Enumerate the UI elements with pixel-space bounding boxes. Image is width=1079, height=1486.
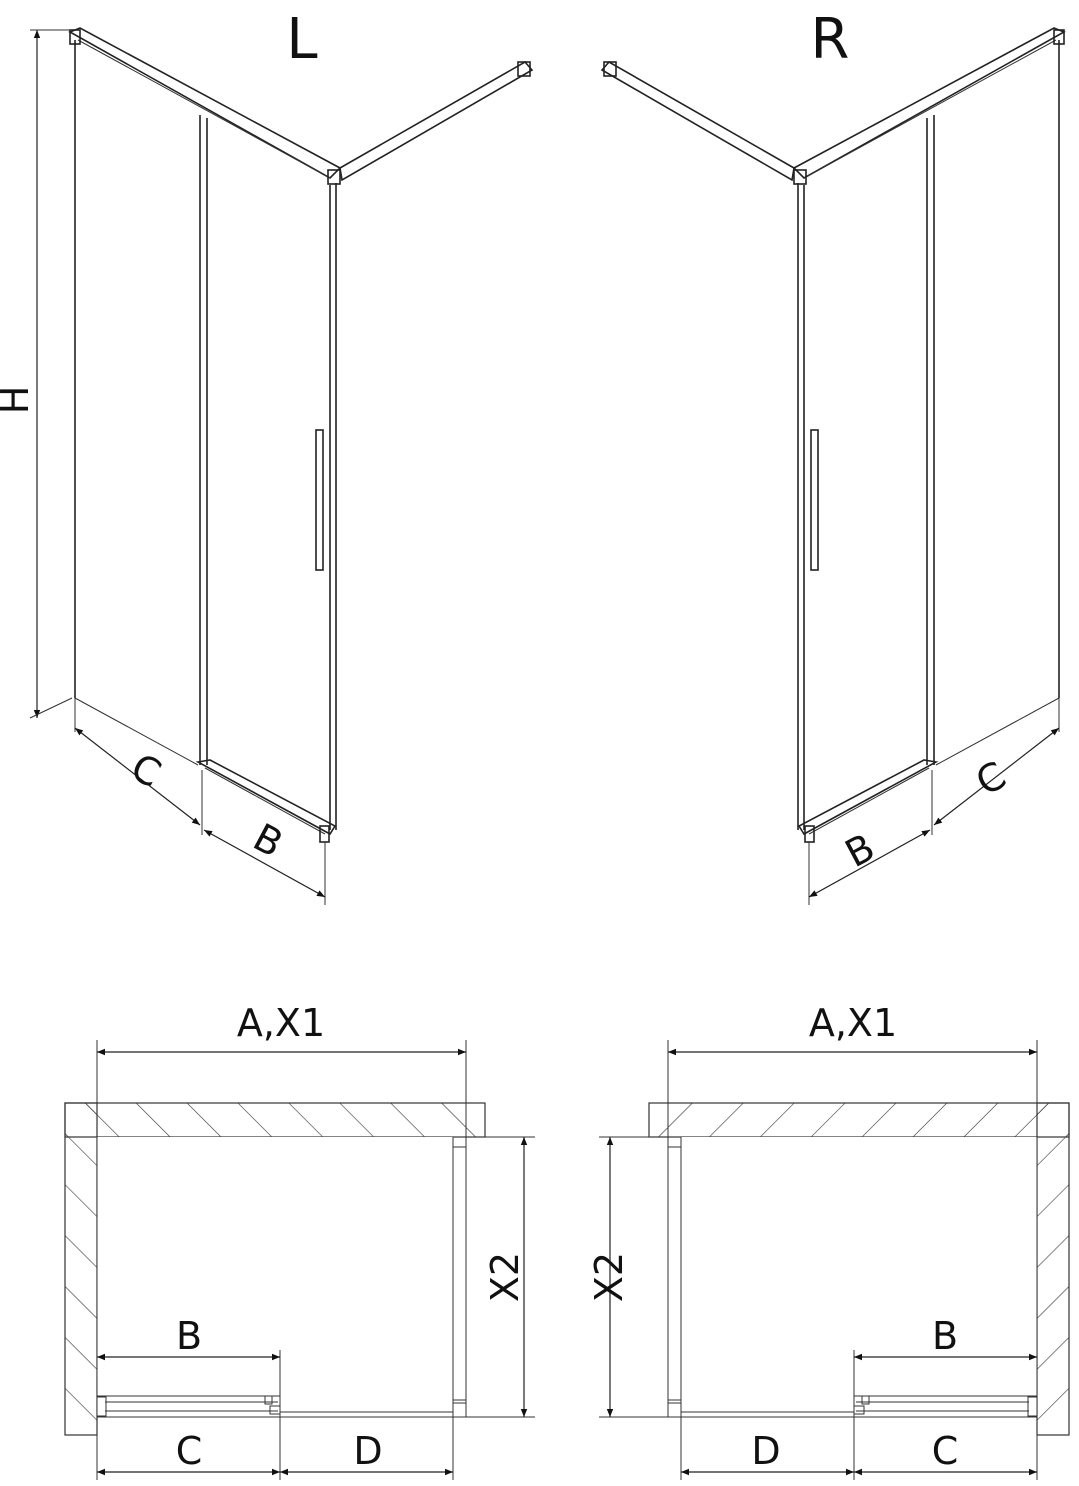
right-plan-depth-label: X2 [587,1252,631,1302]
left-plan-c-label: C [176,1429,203,1473]
left-plan-view: A,X1 X2 B C D [65,1001,535,1480]
left-plan-depth-label: X2 [483,1252,527,1302]
left-plan-width-label: A,X1 [237,1001,325,1045]
right-c-label: C [969,753,1013,804]
right-plan-b-label: B [932,1314,958,1358]
right-plan-width-label: A,X1 [809,1001,897,1045]
right-plan-c-label: C [932,1429,959,1473]
right-view-title: R [811,7,850,72]
right-isometric-view: R C B [602,7,1064,905]
right-b-label: B [838,825,882,876]
left-c-label: C [124,745,168,796]
left-plan-d-label: D [353,1429,382,1473]
right-plan-view: A,X1 X2 B C D [587,1001,1069,1480]
left-plan-b-label: B [176,1314,202,1358]
right-plan-d-label: D [751,1429,780,1473]
height-label: H [0,386,37,415]
left-b-label: B [246,815,290,866]
left-view-title: L [286,7,317,72]
left-isometric-view: L H C B [0,7,532,905]
